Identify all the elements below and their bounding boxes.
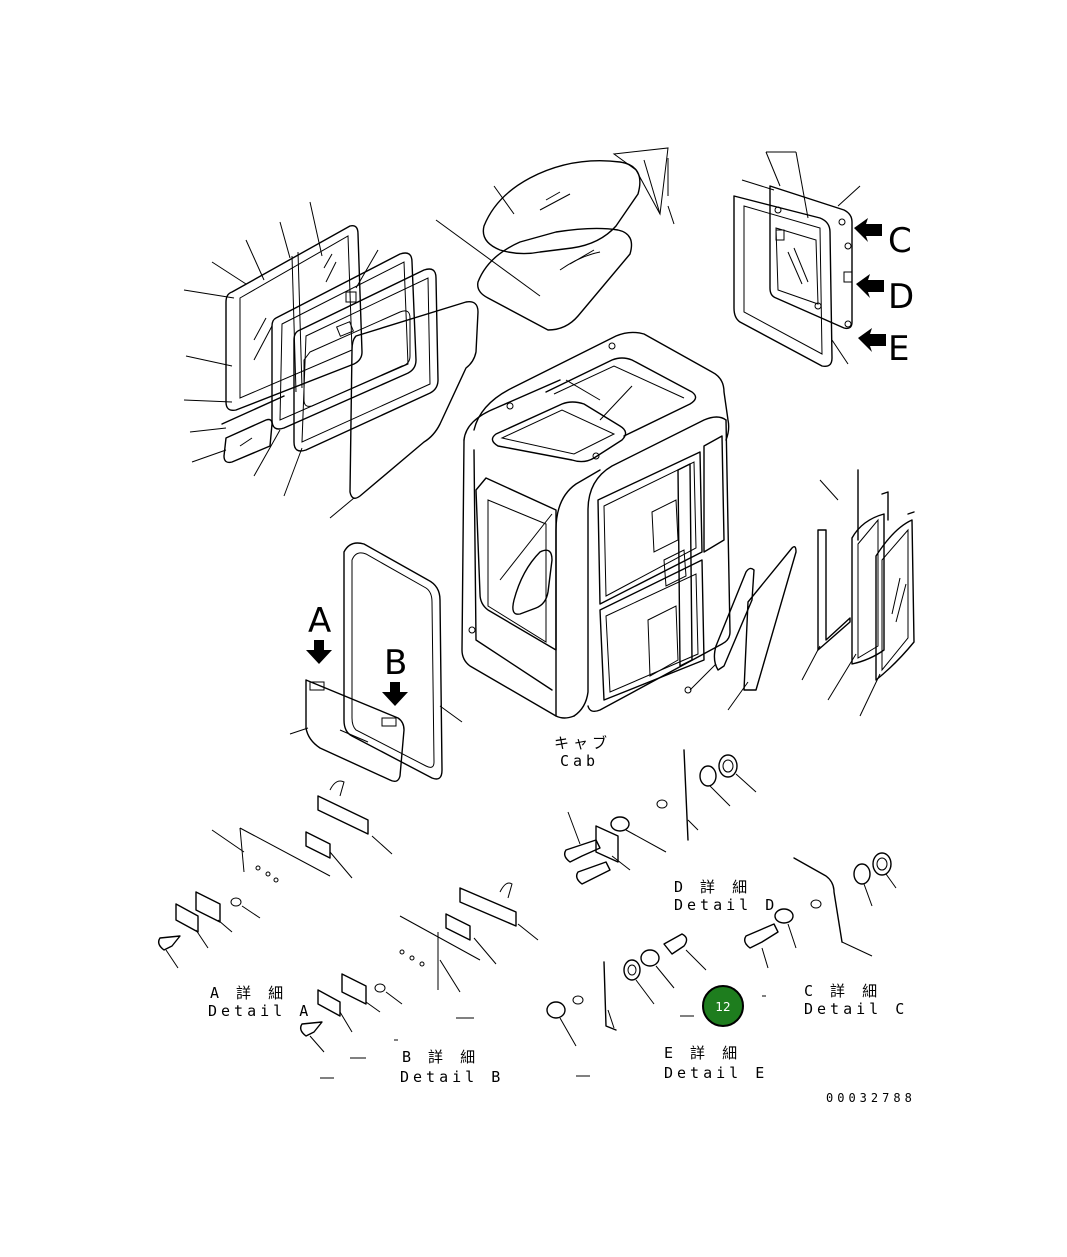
side-glass-panels bbox=[689, 469, 915, 717]
door-seal-assembly: A B bbox=[289, 542, 463, 783]
detail-a-en: Detail A bbox=[208, 1002, 312, 1020]
arrow-e-icon bbox=[858, 328, 886, 352]
cab-label-jp: キャブ bbox=[554, 734, 611, 752]
drawing-number: 00032788 bbox=[826, 1091, 916, 1105]
arrow-letter-d: D bbox=[888, 277, 914, 317]
detail-b-parts bbox=[299, 882, 539, 1053]
detail-e-parts bbox=[320, 933, 707, 1079]
detail-c-parts bbox=[743, 852, 897, 997]
arrow-letter-e: E bbox=[888, 329, 909, 369]
rear-window-assembly bbox=[733, 151, 861, 368]
detail-e-jp: E 詳 細 bbox=[664, 1044, 741, 1062]
arrow-d-icon bbox=[856, 274, 884, 298]
detail-d-parts bbox=[563, 749, 757, 885]
detail-a-parts bbox=[157, 780, 393, 969]
arrow-letter-a: A bbox=[308, 601, 331, 641]
cab-body bbox=[461, 331, 731, 719]
roof-panel bbox=[435, 147, 675, 331]
detail-a-jp: A 詳 細 bbox=[210, 984, 287, 1002]
arrow-c-icon bbox=[854, 218, 882, 242]
callout-marker[interactable]: 12 bbox=[702, 985, 744, 1027]
callout-number[interactable]: 12 bbox=[715, 1000, 730, 1014]
callout-circle[interactable] bbox=[702, 985, 744, 1027]
arrow-a-icon bbox=[306, 640, 332, 664]
detail-c-jp: C 詳 細 bbox=[804, 982, 881, 1000]
arrow-b-icon bbox=[382, 682, 408, 706]
detail-d-en: Detail D bbox=[674, 896, 778, 914]
detail-b-en: Detail B bbox=[400, 1068, 504, 1086]
detail-b-jp: B 詳 細 bbox=[402, 1048, 479, 1066]
front-window-assembly bbox=[183, 201, 479, 519]
arrow-letter-b: B bbox=[384, 643, 407, 683]
cab-label-en: Cab bbox=[560, 752, 599, 770]
detail-d-jp: D 詳 細 bbox=[674, 878, 751, 896]
arrow-indicators-cde: C D E bbox=[854, 218, 914, 369]
detail-e-en: Detail E bbox=[664, 1064, 768, 1082]
arrow-letter-c: C bbox=[888, 221, 912, 261]
detail-c-en: Detail C bbox=[804, 1000, 908, 1018]
